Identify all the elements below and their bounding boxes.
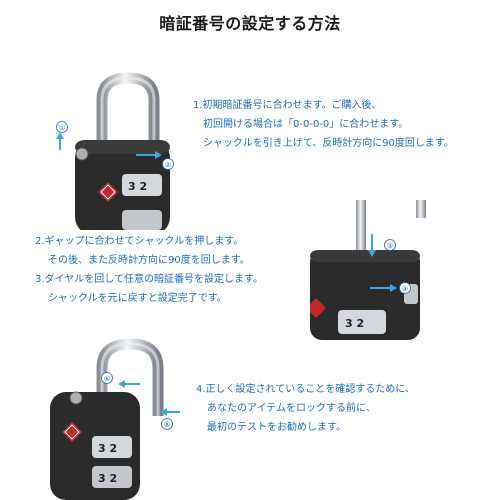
- marker-4: ④: [402, 285, 408, 293]
- arrow-left-icon: [118, 380, 125, 388]
- step4-line3: 最初のテストをお勧めします。: [207, 422, 346, 433]
- dial-digits: 3 2: [98, 442, 117, 455]
- step3-line2: シャックルを元に戻すと設定完了です。: [48, 293, 227, 304]
- dial-digits: 3 2: [98, 472, 117, 485]
- step1-line1: 1.初期暗証番号に合わせます。ご購入後、: [193, 100, 382, 111]
- step4-instructions: 4.正しく設定されていることを確認するために、 あなたのアイテムをロックする前に…: [196, 380, 415, 437]
- step2-instructions: 2.ギャップに合わせてシャックルを押します。 その後、また反時計方向に90度を回…: [35, 232, 263, 308]
- dial-digits: 3 2: [345, 317, 364, 330]
- marker-2: ②: [165, 161, 171, 169]
- marker-5: ⑤: [164, 421, 170, 429]
- dial-digits: 3 2: [128, 180, 147, 193]
- arrow-right-icon: [390, 284, 397, 292]
- marker-6: ⑥: [104, 375, 110, 383]
- step3-line1: 3.ダイヤルを回して任意の暗証番号を設定します。: [35, 274, 263, 285]
- lock-photo-step2: 3 2 ③ ④: [310, 200, 500, 340]
- arrow-down-icon: [368, 250, 376, 257]
- page-title: 暗証番号の設定する方法: [159, 14, 341, 33]
- step1-line2: 初回開ける場合は「0-0-0-0」に合わせます。: [203, 119, 409, 130]
- step2-line1: 2.ギャップに合わせてシャックルを押します。: [35, 236, 244, 247]
- step1-line3: シャックルを引き上げて、反時計方向に90度回します。: [203, 138, 454, 149]
- marker-1: ①: [59, 124, 65, 132]
- step4-line2: あなたのアイテムをロックする前に、: [207, 403, 376, 414]
- step1-instructions: 1.初期暗証番号に合わせます。ご購入後、 初回開ける場合は「0-0-0-0」に合…: [193, 96, 454, 153]
- arrow-right-icon: [155, 151, 162, 159]
- arrow-up-icon: [56, 132, 64, 139]
- lock-photo-step1: 3 2 ① ②: [40, 60, 180, 230]
- step4-line1: 4.正しく設定されていることを確認するために、: [196, 384, 415, 395]
- arrow-left-icon: [160, 408, 167, 416]
- lock-photo-step4: 3 2 3 2 ⑥ ⑤: [40, 326, 190, 500]
- marker-3: ③: [387, 242, 393, 250]
- step2-line2: その後、また反時計方向に90度を回します。: [48, 255, 250, 266]
